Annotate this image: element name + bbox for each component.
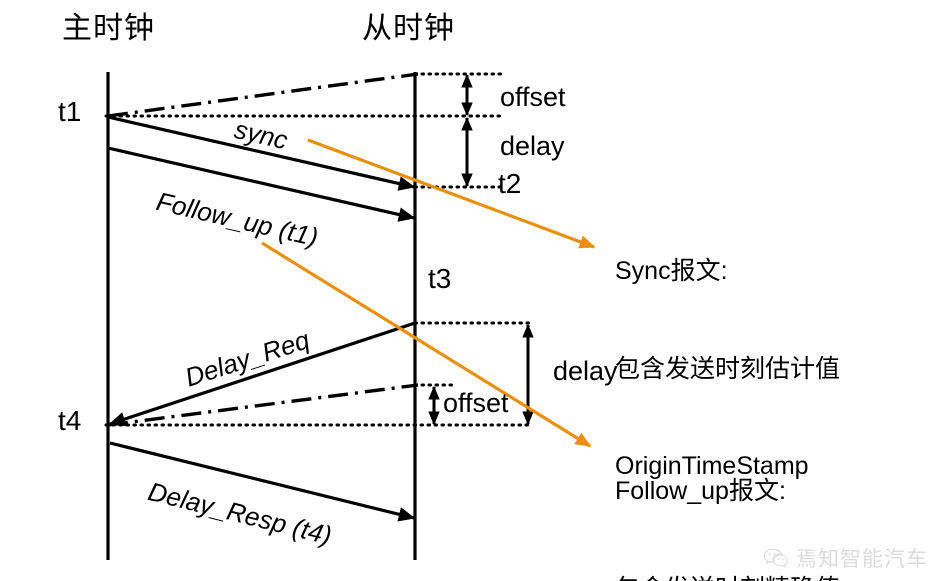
timestamp-label-t4: t4 <box>58 405 82 436</box>
delay-req-message-arrow <box>108 321 416 427</box>
delay-resp-message-arrow <box>109 441 416 522</box>
followup-note-block: Follow_up报文: 包含发送时刻精确值 PreciseOriginTime… <box>615 410 892 581</box>
offset-label-bottom: offset <box>443 388 509 418</box>
offset-label-top: offset <box>500 82 566 112</box>
sync-message-arrow <box>107 115 416 191</box>
timestamp-label-t1: t1 <box>58 96 82 127</box>
followup-note-line-2: 包含发送时刻精确值 <box>615 573 892 581</box>
sync-note-leader-arrow <box>307 138 596 249</box>
delay-label-top: delay <box>500 131 565 161</box>
sync-note-line-3: OriginTimeStamp <box>615 452 809 480</box>
followup-message-arrow <box>107 146 416 222</box>
slave-clock-title: 从时钟 <box>362 11 455 46</box>
wechat-icon <box>763 548 788 568</box>
lower-clock-skew-dashdot <box>107 383 419 427</box>
sync-note-line-2: 包含发送时刻估计值 <box>615 353 841 383</box>
timestamp-label-t2: t2 <box>498 168 522 199</box>
followup-note-line-1: Follow_up报文: <box>615 477 786 505</box>
sync-note-line-1: Sync报文: <box>615 257 728 285</box>
followup-note-leader-arrow <box>261 241 592 448</box>
watermark-text: 焉知智能汽车 <box>796 547 928 571</box>
delay-label-bottom: delay <box>553 356 618 386</box>
watermark: 焉知智能汽车 <box>763 543 928 573</box>
timestamp-label-t3: t3 <box>428 263 452 294</box>
master-clock-title: 主时钟 <box>62 11 155 46</box>
sync-note-block: Sync报文: 包含发送时刻估计值 OriginTimeStamp <box>615 190 840 548</box>
upper-clock-skew-dashdot <box>107 72 419 118</box>
